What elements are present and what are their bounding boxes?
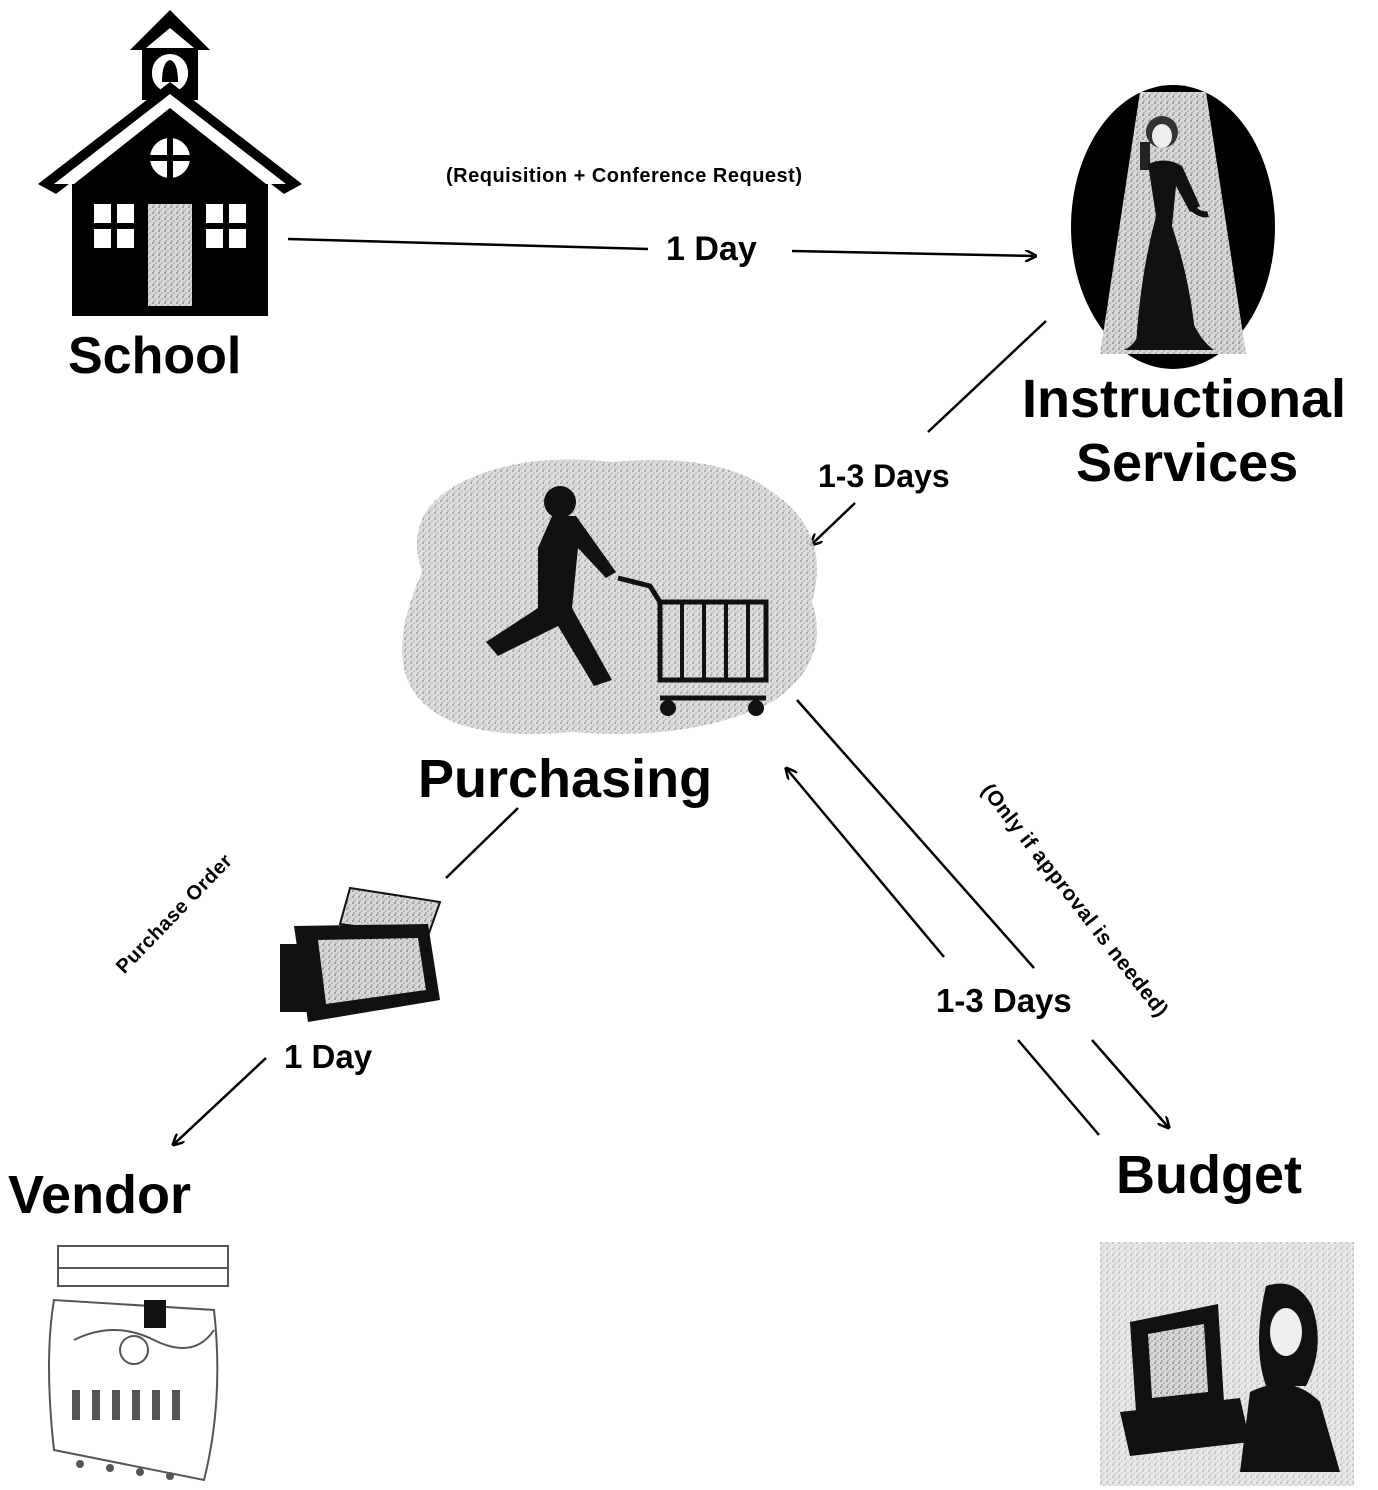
vendor-label: Vendor (8, 1165, 192, 1225)
edge-purchasing-budget-lower (1091, 1039, 1169, 1128)
edge-instructional-purchasing-upper (927, 320, 1047, 433)
instructional-services-label-line2: Services (1076, 433, 1299, 493)
school-instructional-note: (Requisition + Conference Request) (446, 165, 803, 187)
instructional-services-label-line1: Instructional (1022, 369, 1347, 429)
woman-on-phone-icon (1071, 85, 1275, 369)
cash-register-icon (48, 1245, 229, 1482)
woman-at-computer-icon (1100, 1242, 1354, 1486)
school-label: School (68, 327, 242, 385)
schoolhouse-icon (38, 10, 302, 316)
school-instructional-duration: 1 Day (666, 230, 757, 268)
instructional-purchasing-duration: 1-3 Days (818, 458, 950, 494)
shopping-cart-runner-icon (402, 459, 817, 734)
edge-instructional-purchasing-lower (811, 502, 856, 545)
edge-school-instructional-right (791, 249, 1036, 256)
edge-fax-vendor (173, 1057, 267, 1145)
edge-purchasing-budget-upper (796, 699, 1035, 969)
edge-school-instructional-left (287, 237, 649, 251)
fax-machine-icon (280, 886, 442, 1022)
edge-budget-purchasing-lower (1017, 1039, 1100, 1136)
purchasing-budget-duration: 1-3 Days (936, 982, 1072, 1019)
purchasing-vendor-duration: 1 Day (284, 1038, 373, 1075)
edge-purchasing-fax (445, 807, 519, 879)
budget-label: Budget (1116, 1145, 1302, 1205)
purchasing-label: Purchasing (418, 749, 713, 809)
edge-budget-purchasing-upper (786, 768, 945, 958)
